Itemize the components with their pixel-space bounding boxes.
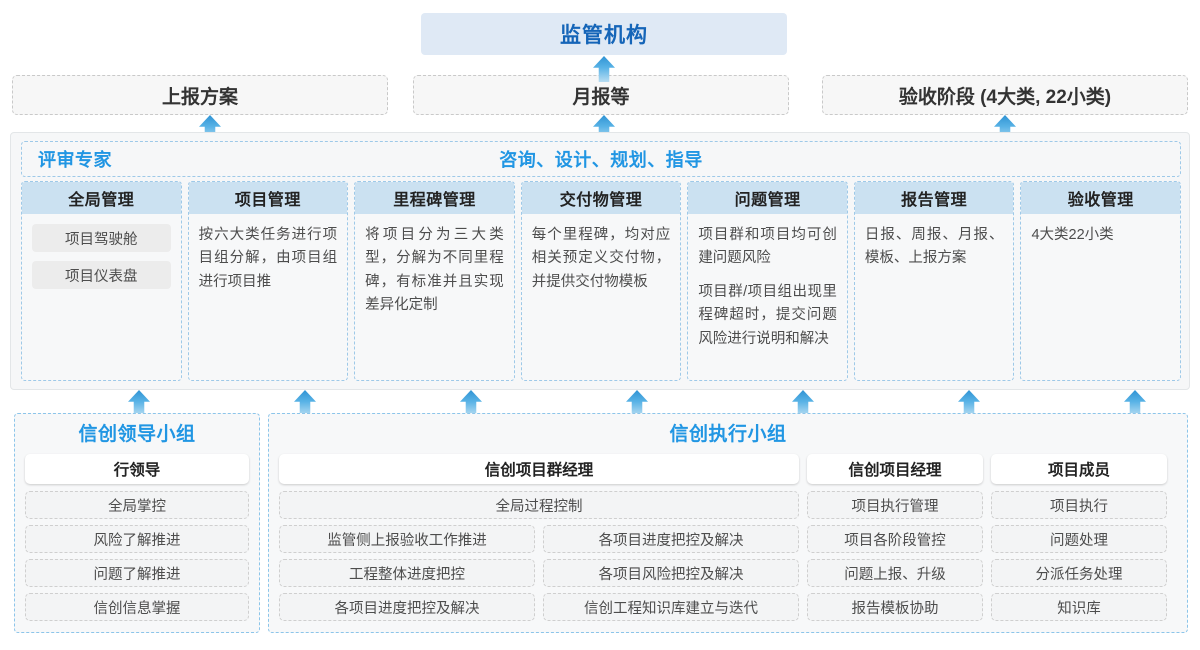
column-description: 将项目分为三大类型，分解为不同里程碑，有标准并且实现差异化定制 — [365, 227, 504, 314]
role-project-member[interactable]: 项目成员 — [991, 454, 1167, 484]
program-manager-task-list-right: 各项目进度把控及解决各项目风险把控及解决信创工程知识库建立与迭代 — [543, 525, 799, 621]
regulator-banner: 监管机构 — [421, 13, 787, 55]
list-item[interactable]: 项目各阶段管控 — [807, 525, 983, 553]
column-description: 项目群和项目均可创建问题风险 — [698, 227, 837, 267]
list-item[interactable]: 问题处理 — [991, 525, 1167, 553]
program-manager-task-list-left: 监管侧上报验收工作推进工程整体进度把控各项目进度把控及解决 — [279, 525, 535, 621]
management-column-4-body: 每个里程碑，均对应相关预定义交付物，并提供交付物模板 — [522, 214, 681, 380]
management-column-1-header: 全局管理 — [22, 182, 181, 214]
list-item[interactable]: 项目仪表盘 — [32, 261, 171, 289]
leadership-task-list: 全局掌控风险了解推进问题了解推进信创信息掌握 — [25, 491, 249, 621]
report-box-plan: 上报方案 — [12, 75, 388, 115]
management-column-2-body: 按六大类任务进行项目组分解，由项目组进行项目推 — [189, 214, 348, 380]
report-box-monthly-label: 月报等 — [572, 86, 630, 108]
list-item[interactable]: 全局掌控 — [25, 491, 249, 519]
list-item[interactable]: 知识库 — [991, 593, 1167, 621]
list-item[interactable]: 监管侧上报验收工作推进 — [279, 525, 535, 553]
list-item[interactable]: 分派任务处理 — [991, 559, 1167, 587]
management-column-2: 项目管理按六大类任务进行项目组分解，由项目组进行项目推 — [187, 181, 349, 381]
management-column-1-body: 项目驾驶舱项目仪表盘 — [22, 214, 181, 380]
management-column-2-header: 项目管理 — [188, 182, 348, 214]
regulator-label: 监管机构 — [560, 24, 648, 47]
project-manager-column: 信创项目经理 项目执行管理项目各阶段管控问题上报、升级报告模板协助 — [807, 454, 983, 621]
management-column-7: 验收管理 4大类22小类 — [1020, 181, 1182, 381]
project-manager-task-list: 项目执行管理项目各阶段管控问题上报、升级报告模板协助 — [807, 491, 983, 621]
management-column-3-header: 里程碑管理 — [355, 182, 514, 214]
consulting-panel-header: 评审专家 咨询、设计、规划、指导 — [21, 141, 1181, 177]
review-experts-label: 评审专家 — [38, 150, 112, 170]
list-item[interactable]: 报告模板协助 — [807, 593, 983, 621]
list-item[interactable]: 工程整体进度把控 — [279, 559, 535, 587]
role-program-manager-label: 信创项目群经理 — [484, 462, 594, 479]
management-column-6-body: 日报、周报、月报、模板、上报方案 — [855, 214, 1014, 380]
management-column-6-header: 报告管理 — [854, 182, 1014, 214]
role-project-manager-label: 信创项目经理 — [848, 462, 942, 479]
management-column-6: 报告管理日报、周报、月报、模板、上报方案 — [853, 181, 1015, 381]
program-manager-column: 信创项目群经理 全局过程控制 监管侧上报验收工作推进工程整体进度把控各项目进度把… — [279, 454, 799, 621]
list-item[interactable]: 各项目风险把控及解决 — [543, 559, 799, 587]
list-item[interactable]: 风险了解推进 — [25, 525, 249, 553]
task-global-process-control-label: 全局过程控制 — [495, 498, 583, 515]
management-column-7-body: 4大类22小类 — [1021, 214, 1180, 380]
consulting-services-label: 咨询、设计、规划、指导 — [499, 150, 703, 170]
management-column-5-body: 项目群和项目均可创建问题风险项目群/项目组出现里程碑超时，提交问题风险进行说明和… — [688, 214, 847, 380]
role-project-member-label: 项目成员 — [1047, 462, 1110, 479]
management-column-4-header: 交付物管理 — [521, 182, 681, 214]
column-description: 项目群/项目组出现里程碑超时，提交问题风险进行说明和解决 — [698, 283, 837, 347]
execution-role-columns: 信创项目群经理 全局过程控制 监管侧上报验收工作推进工程整体进度把控各项目进度把… — [279, 454, 1177, 621]
role-project-manager[interactable]: 信创项目经理 — [807, 454, 983, 484]
leadership-group-panel: 信创领导小组 行领导 全局掌控风险了解推进问题了解推进信创信息掌握 — [14, 413, 260, 633]
task-global-process-control[interactable]: 全局过程控制 — [279, 491, 799, 519]
list-item[interactable]: 各项目进度把控及解决 — [279, 593, 535, 621]
consulting-panel: 评审专家 咨询、设计、规划、指导 全局管理项目驾驶舱项目仪表盘项目管理按六大类任… — [10, 132, 1190, 390]
column-description: 每个里程碑，均对应相关预定义交付物，并提供交付物模板 — [531, 227, 671, 290]
management-column-3-body: 将项目分为三大类型，分解为不同里程碑，有标准并且实现差异化定制 — [355, 214, 514, 380]
management-column-4: 交付物管理每个里程碑，均对应相关预定义交付物，并提供交付物模板 — [520, 181, 682, 381]
execution-group-panel: 信创执行小组 信创项目群经理 全局过程控制 监管侧上报验收工作推进工程整体进度把… — [268, 413, 1188, 633]
project-member-task-list: 项目执行问题处理分派任务处理知识库 — [991, 491, 1167, 621]
report-box-plan-label: 上报方案 — [161, 86, 238, 108]
list-item[interactable]: 各项目进度把控及解决 — [543, 525, 799, 553]
column-description: 4大类22小类 — [1031, 227, 1114, 243]
list-item[interactable]: 问题了解推进 — [25, 559, 249, 587]
role-bank-leader[interactable]: 行领导 — [25, 454, 249, 484]
management-columns: 全局管理项目驾驶舱项目仪表盘项目管理按六大类任务进行项目组分解，由项目组进行项目… — [21, 181, 1182, 381]
management-column-7-header: 验收管理 — [1021, 182, 1181, 214]
program-manager-task-split: 监管侧上报验收工作推进工程整体进度把控各项目进度把控及解决 各项目进度把控及解决… — [279, 525, 799, 621]
report-box-acceptance-label: 验收阶段 (4大类, 22小类) — [898, 86, 1112, 108]
leadership-group-title: 信创领导小组 — [78, 424, 196, 445]
list-item[interactable]: 信创工程知识库建立与迭代 — [543, 593, 799, 621]
role-bank-leader-label: 行领导 — [113, 462, 161, 479]
management-column-5: 问题管理项目群和项目均可创建问题风险项目群/项目组出现里程碑超时，提交问题风险进… — [687, 181, 848, 381]
list-item[interactable]: 问题上报、升级 — [807, 559, 983, 587]
column-description: 日报、周报、月报、模板、上报方案 — [864, 227, 1004, 267]
list-item[interactable]: 项目执行 — [991, 491, 1167, 519]
management-column-3: 里程碑管理将项目分为三大类型，分解为不同里程碑，有标准并且实现差异化定制 — [354, 181, 515, 381]
column-description: 按六大类任务进行项目组分解，由项目组进行项目推 — [198, 227, 338, 290]
execution-group-title: 信创执行小组 — [669, 424, 787, 445]
project-member-column: 项目成员 项目执行问题处理分派任务处理知识库 — [991, 454, 1167, 621]
list-item[interactable]: 信创信息掌握 — [25, 593, 249, 621]
list-item[interactable]: 项目执行管理 — [807, 491, 983, 519]
report-box-acceptance: 验收阶段 (4大类, 22小类) — [822, 75, 1188, 115]
management-column-5-header: 问题管理 — [688, 182, 847, 214]
list-item[interactable]: 项目驾驶舱 — [32, 224, 171, 252]
role-program-manager[interactable]: 信创项目群经理 — [279, 454, 799, 484]
management-column-1: 全局管理项目驾驶舱项目仪表盘 — [21, 181, 182, 381]
